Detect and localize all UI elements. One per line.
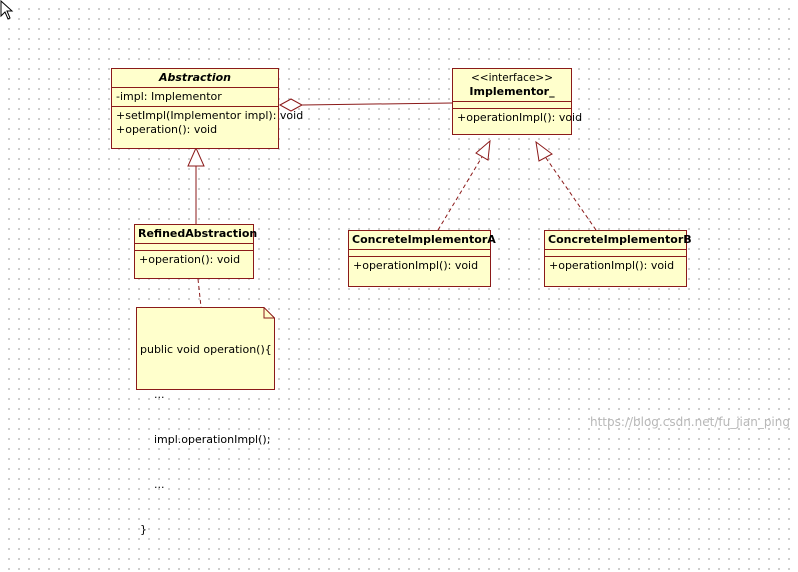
refined-attributes [135, 244, 253, 251]
note-shape [136, 307, 275, 390]
realization-arrowhead-b [535, 140, 553, 162]
concrete-a-attributes [349, 250, 490, 257]
abstraction-header: Abstraction [112, 69, 278, 88]
operation: +operationImpl(): void [353, 259, 479, 272]
concrete-implementor-b-class[interactable]: ConcreteImplementorB +operationImpl(): v… [544, 230, 692, 287]
realization-line-b [545, 157, 597, 231]
refined-name: RefinedAbstraction [138, 227, 258, 240]
implementor-attributes [453, 102, 571, 109]
refined-operations: +operation(): void [135, 251, 253, 269]
aggregation-line [301, 102, 453, 106]
refined-header: RefinedAbstraction [135, 225, 257, 244]
implementor-interface[interactable]: <<interface>> Implementor_ +operationImp… [452, 68, 583, 135]
realization-arrowhead-a [475, 139, 491, 161]
note-line: ... [140, 478, 165, 491]
concrete-b-attributes [545, 250, 686, 257]
abstraction-attributes: -impl: Implementor [112, 88, 278, 107]
operation: +setImpl(Implementor impl): void [116, 109, 304, 122]
operation: +operation(): void [139, 253, 241, 266]
generalization-arrowhead [187, 146, 205, 167]
note-anchor-line [197, 278, 202, 308]
stereotype-label: <<interface>> [470, 72, 554, 84]
code-note[interactable]: public void operation(){ ... impl.operat… [136, 307, 275, 536]
relationship-lines [187, 98, 597, 308]
watermark: https://blog.csdn.net/fu_jian_ping [590, 415, 790, 429]
concrete-a-operations: +operationImpl(): void [349, 257, 490, 275]
implementor-name: Implementor_ [469, 85, 555, 98]
concrete-implementor-a-class[interactable]: ConcreteImplementorA +operationImpl(): v… [348, 230, 496, 287]
operation: +operationImpl(): void [549, 259, 675, 272]
mouse-cursor-icon [0, 0, 14, 20]
note-text: public void operation(){ ... impl.operat… [136, 307, 275, 572]
note-line: } [140, 523, 147, 536]
concrete-b-header: ConcreteImplementorB [545, 231, 692, 250]
implementor-header: <<interface>> Implementor_ [453, 69, 571, 102]
aggregation-diamond [278, 98, 304, 112]
implementor-operations: +operationImpl(): void [453, 109, 583, 127]
abstraction-name: Abstraction [159, 71, 231, 84]
concrete-a-name: ConcreteImplementorA [352, 233, 496, 246]
attribute: -impl: Implementor [116, 90, 222, 103]
concrete-b-operations: +operationImpl(): void [545, 257, 686, 275]
note-line: ... [140, 388, 165, 401]
refined-abstraction-class[interactable]: RefinedAbstraction +operation(): void [134, 224, 257, 279]
operation: +operationImpl(): void [457, 111, 583, 124]
note-line: public void operation(){ [140, 343, 272, 356]
concrete-a-header: ConcreteImplementorA [349, 231, 496, 250]
note-line: impl.operationImpl(); [140, 433, 271, 446]
abstraction-operations: +setImpl(Implementor impl): void +operat… [112, 107, 304, 139]
operation: +operation(): void [116, 123, 218, 136]
realization-line-a [437, 156, 483, 231]
abstraction-class[interactable]: Abstraction -impl: Implementor +setImpl(… [111, 68, 304, 149]
concrete-b-name: ConcreteImplementorB [548, 233, 692, 246]
